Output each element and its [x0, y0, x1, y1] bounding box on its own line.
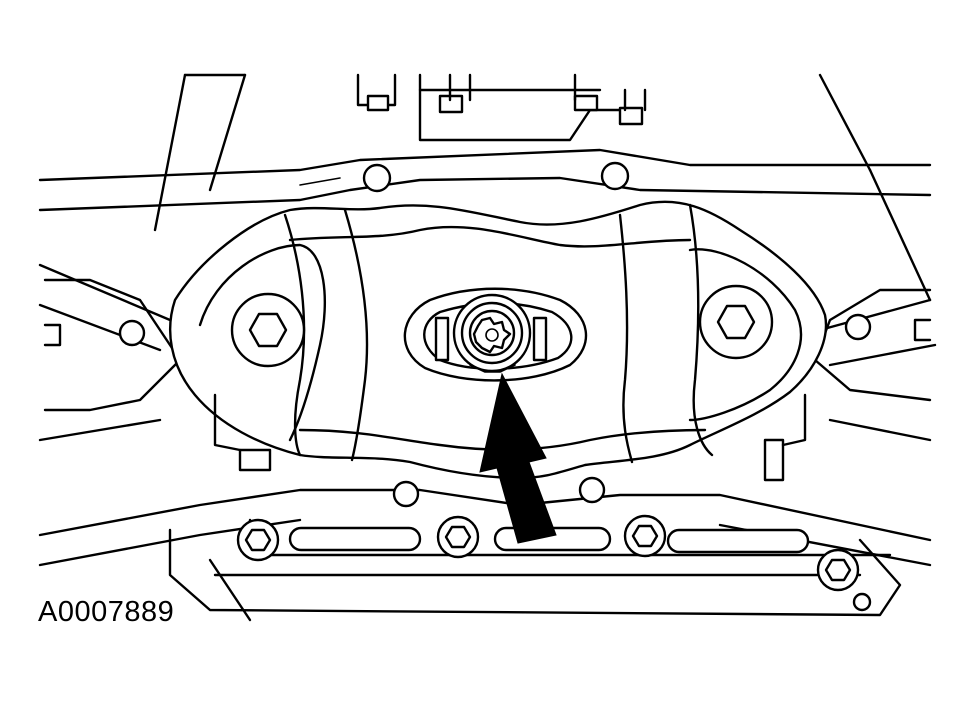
rivet-icon: [578, 476, 606, 504]
background-frame-lines: [38, 73, 937, 622]
hex-bolt-icon: [631, 524, 659, 548]
rivet-icon: [118, 319, 146, 347]
upper-crossmember: [38, 148, 932, 212]
torx-head-icon: [472, 316, 512, 354]
up-left-arrow-icon: [479, 372, 557, 544]
rivet-icon: [392, 480, 420, 508]
small-bolt-icon: [366, 94, 390, 112]
slot-spacer-right: [532, 316, 548, 362]
upper-component-block: [356, 73, 647, 142]
rivet-icon: [844, 313, 872, 341]
figure-id-label: A0007889: [38, 596, 175, 628]
mount-foot-right: [763, 438, 785, 482]
hex-bolt-icon: [824, 558, 852, 582]
left-bracket: [43, 278, 182, 412]
rivet-icon: [852, 592, 872, 612]
rivet-icon: [362, 163, 392, 193]
small-bolt-icon: [573, 94, 599, 112]
hex-bolt-icon: [248, 312, 288, 348]
plate-slot: [288, 526, 422, 552]
hex-bolt-icon: [716, 304, 756, 340]
hex-bolt-icon: [244, 528, 272, 552]
hex-bolt-icon: [444, 525, 472, 549]
small-bolt-icon: [618, 106, 644, 126]
plate-slot: [666, 528, 810, 554]
bottom-plate: [168, 514, 902, 617]
engine-mount-body: [169, 200, 828, 480]
mount-foot-left: [238, 448, 272, 472]
slot-spacer-left: [434, 316, 450, 362]
right-bracket: [813, 288, 932, 402]
rivet-icon: [600, 161, 630, 191]
